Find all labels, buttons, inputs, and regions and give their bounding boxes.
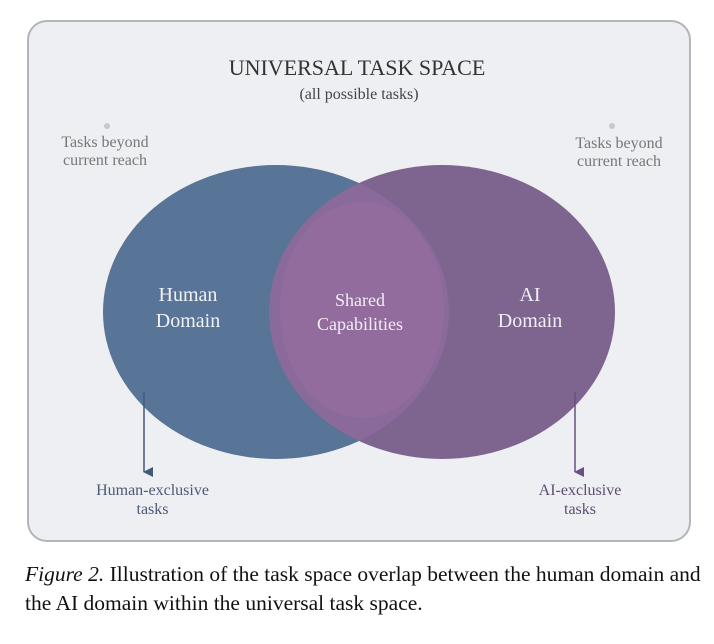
diagram-subtitle: (all possible tasks) [299, 86, 419, 103]
human-exclusive-label: Human-exclusive tasks [70, 481, 235, 519]
caption-label: Figure 2. [25, 562, 105, 586]
human-exclusive-line2: tasks [136, 501, 169, 518]
shared-capabilities-label: Shared Capabilities [290, 288, 430, 336]
ai-exclusive-label: AI-exclusive tasks [510, 481, 650, 519]
beyond-right-line1: Tasks beyond [575, 135, 663, 152]
caption-text: Illustration of the task space overlap b… [25, 562, 701, 615]
dot-right [609, 123, 615, 129]
shared-line1: Shared [335, 290, 385, 310]
diagram-title: UNIVERSAL TASK SPACE [228, 55, 486, 80]
ai-exclusive-line1: AI-exclusive [538, 482, 622, 499]
shared-line2: Capabilities [317, 314, 403, 334]
ai-exclusive-line2: tasks [564, 501, 596, 518]
human-line2: Domain [155, 310, 221, 332]
shared-highlight [280, 202, 444, 418]
ai-domain-label: AI Domain [460, 282, 600, 334]
beyond-reach-left: Tasks beyond current reach [40, 134, 170, 169]
ai-line1: AI [519, 284, 541, 306]
human-domain-label: Human Domain [118, 282, 258, 334]
beyond-reach-right: Tasks beyond current reach [554, 135, 684, 170]
beyond-left-line2: current reach [63, 151, 147, 169]
human-line1: Human [158, 284, 218, 306]
beyond-right-line2: current reach [577, 152, 661, 170]
ai-line2: Domain [497, 310, 563, 332]
figure-caption: Figure 2. Illustration of the task space… [25, 560, 705, 618]
dot-left [104, 123, 110, 129]
human-exclusive-line1: Human-exclusive [96, 482, 209, 499]
beyond-left-line1: Tasks beyond [61, 134, 149, 151]
